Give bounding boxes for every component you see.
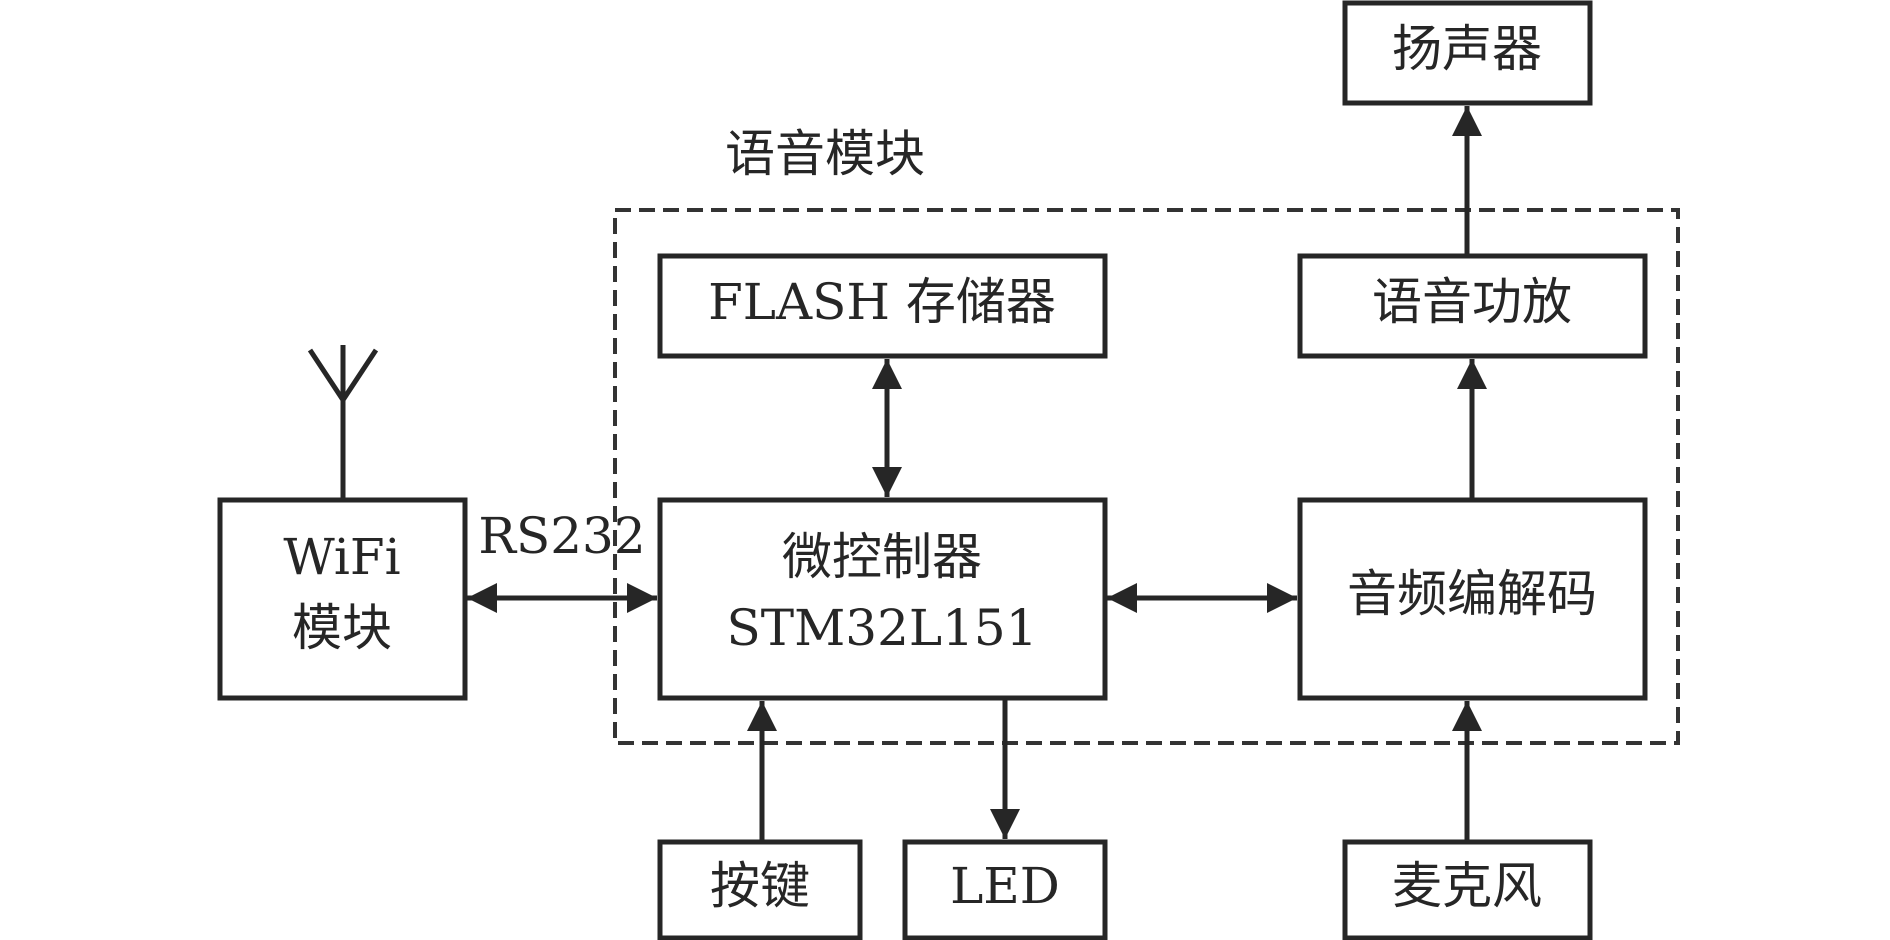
antenna-icon	[307, 345, 379, 500]
microcontroller-box	[657, 497, 1108, 701]
voice-amplifier-label: 语音功放	[1372, 273, 1572, 331]
led-label: LED	[950, 857, 1060, 915]
flash-memory-label: FLASH 存储器	[708, 273, 1056, 331]
keys-box	[657, 839, 863, 940]
microphone-label: 麦克风	[1392, 857, 1542, 915]
microcontroller-label-line1: 微控制器	[782, 528, 982, 586]
flash-memory-box	[657, 253, 1108, 359]
voice-module-title: 语音模块	[725, 125, 925, 183]
wifi-module-label-line1: WiFi	[283, 528, 400, 586]
wifi-module-box	[217, 497, 468, 701]
keys-label: 按键	[710, 857, 810, 915]
voice-module-boundary	[613, 208, 1680, 745]
speaker-label: 扬声器	[1392, 20, 1542, 78]
microphone-box	[1342, 839, 1593, 940]
audio-codec-box	[1297, 497, 1648, 701]
voice-amplifier-box	[1297, 253, 1648, 359]
speaker-box	[1342, 0, 1593, 106]
microcontroller-label-line2: STM32L151	[726, 599, 1037, 657]
wifi-module-label-line2: 模块	[292, 599, 392, 657]
audio-codec-label: 音频编解码	[1347, 565, 1597, 623]
led-box	[902, 839, 1108, 940]
wifi-mcu-link-label: RS232	[478, 507, 645, 565]
